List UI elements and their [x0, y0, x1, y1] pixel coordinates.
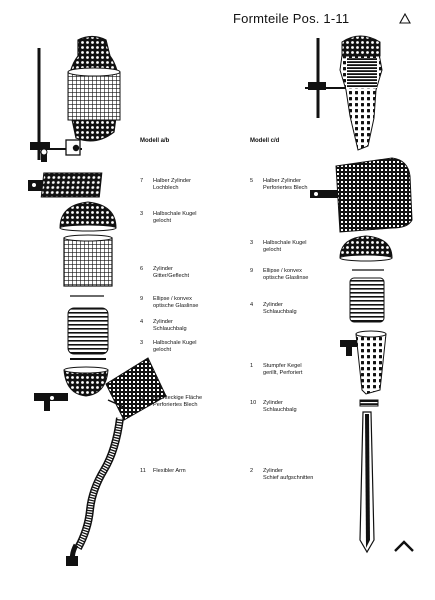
label-number: 4	[250, 302, 254, 308]
label-number: 11	[140, 468, 146, 474]
bellows-ring-cd	[359, 399, 379, 407]
label-number: 2	[250, 468, 254, 474]
lamp-model-cd-assembled	[305, 35, 383, 151]
flexible-arm-ab	[66, 417, 124, 567]
label-number: 10	[250, 400, 257, 406]
label-number: 6	[140, 266, 144, 272]
half-sphere-perforated-cd	[339, 235, 393, 262]
page-title: Formteile Pos. 1-11	[233, 11, 350, 26]
mesh-cylinder-ab	[63, 234, 113, 297]
half-cylinder-perforated-ab	[28, 172, 103, 198]
label-number: 7	[140, 178, 144, 184]
label-number: 5	[250, 178, 254, 184]
lamp-head-with-panel-ab	[34, 357, 167, 421]
triangle-outline-icon	[399, 13, 411, 24]
label-number: 1	[250, 363, 254, 369]
label-number: 9	[250, 268, 254, 274]
label-number: 4	[140, 319, 144, 325]
label-number: 8	[140, 395, 144, 401]
label-number: 3	[140, 340, 144, 346]
label-number: 9	[140, 296, 144, 302]
bellows-cylinder-ab	[67, 307, 109, 360]
half-sphere-perforated-ab	[59, 201, 117, 232]
chevron-up-icon[interactable]	[393, 539, 415, 553]
oblique-cylinder-cd	[359, 411, 375, 554]
model-cd-heading: Modell c/d	[250, 138, 280, 144]
truncated-cone-cd	[340, 330, 387, 395]
label-number: 3	[140, 211, 144, 217]
bellows-cylinder-cd	[349, 277, 385, 323]
label-number: 3	[250, 240, 254, 246]
half-cylinder-perforated-cd	[310, 157, 413, 233]
lamp-model-ab-assembled	[30, 35, 121, 162]
model-ab-heading: Modell a/b	[140, 138, 170, 144]
